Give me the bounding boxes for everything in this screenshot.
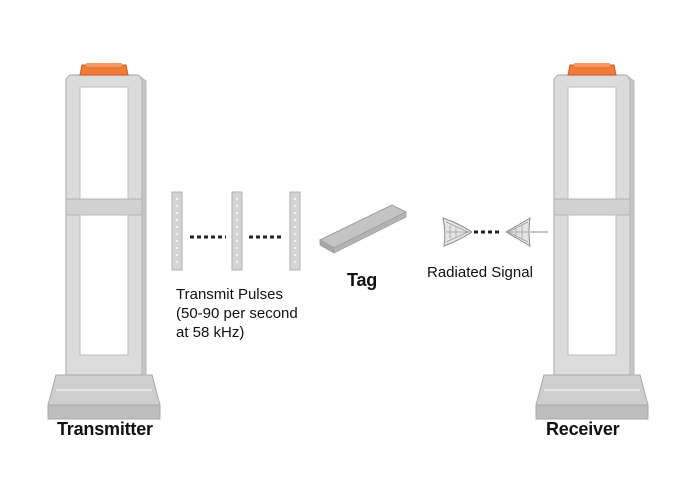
transmit-pulses-label-line-3: at 58 kHz)	[176, 324, 245, 341]
transmit-pulses-label-line-1: Transmit Pulses	[176, 286, 283, 303]
pulse-bar-icon-2	[231, 191, 243, 271]
pulse-bar-icon-3	[289, 191, 301, 271]
tag-icon	[318, 204, 408, 254]
receiver-label: Receiver	[546, 419, 620, 439]
radiated-signal-icon	[442, 217, 548, 247]
radiated-signal-label: Radiated Signal	[427, 264, 533, 281]
transmitter-antenna-icon	[47, 62, 161, 420]
receiver-antenna-icon	[535, 62, 649, 420]
pulse-bar-icon-1	[171, 191, 183, 271]
transmit-pulses-label-line-2: (50-90 per second	[176, 305, 298, 322]
transmitter-label: Transmitter	[57, 419, 153, 439]
tag-label: Tag	[347, 270, 378, 290]
